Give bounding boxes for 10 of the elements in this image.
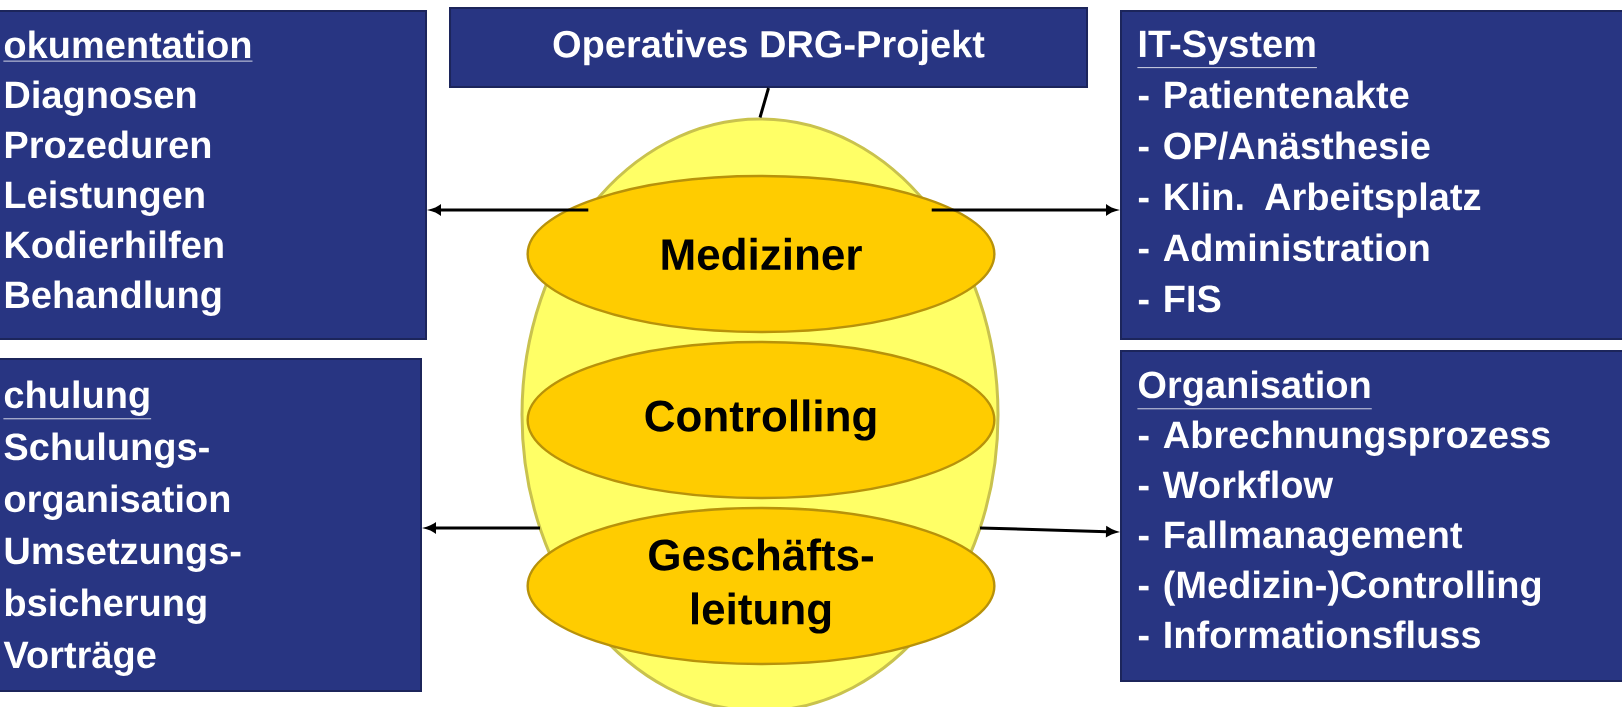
arrow: [931, 205, 1117, 215]
text-box: okumentation Diagnosen Prozeduren Leistungen Kodierhilfen Behandlung: [0, 10, 427, 340]
connector-line: [758, 87, 770, 118]
arrow: [425, 523, 540, 533]
arrow: [979, 526, 1117, 537]
text-box: Organisation - Abrechnungsprozess - Workflow - Fallmanagement - (Medizin-)Controlling - Informationsfluss: [1120, 350, 1622, 682]
text-box: IT-System - Patientenakte - OP/Anästhesie - Klin. Arbeitsplatz - Administration - FIS: [1120, 10, 1622, 340]
title-box: Operatives DRG-Projekt: [449, 7, 1088, 88]
text-box: chulung Schulungs- organisation Umsetzungs- bsicherung Vorträge: [0, 358, 422, 692]
arrow: [430, 205, 589, 215]
